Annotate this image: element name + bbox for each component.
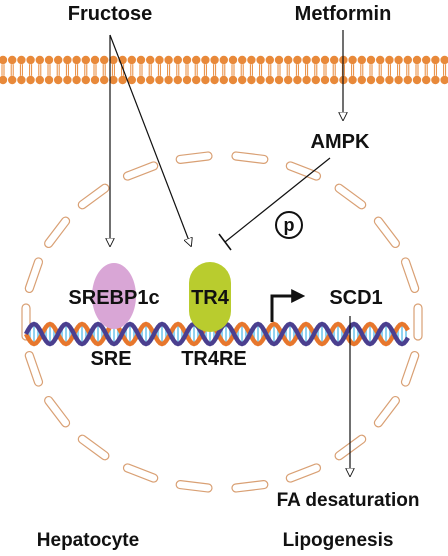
metformin-label: Metformin (295, 3, 392, 25)
srebp1c-label: SREBP1c (68, 287, 159, 309)
nuclear-envelope (21, 151, 423, 493)
dna-helix (24, 321, 410, 347)
ampk-inhibits-tr4 (218, 157, 331, 251)
scd1-label: SCD1 (329, 287, 382, 309)
tr4-protein (189, 262, 231, 332)
hepatocyte-label: Hepatocyte (37, 530, 139, 551)
srebp1c-protein (92, 263, 136, 329)
sre-label: SRE (90, 348, 131, 370)
fa-desaturation-label: FA desaturation (277, 490, 420, 511)
cell-membrane (0, 55, 448, 85)
fructose-to-tr4-arrow (109, 34, 191, 246)
ampk-label: AMPK (311, 131, 370, 153)
phospho-label: p (284, 215, 295, 235)
tr4re-label: TR4RE (181, 348, 247, 370)
lipogenesis-label: Lipogenesis (283, 530, 394, 551)
phosphorylation-marker: p (275, 211, 303, 239)
transcription-start-arrow (270, 289, 306, 322)
fructose-label: Fructose (68, 3, 152, 25)
tr4-label: TR4 (191, 287, 230, 309)
